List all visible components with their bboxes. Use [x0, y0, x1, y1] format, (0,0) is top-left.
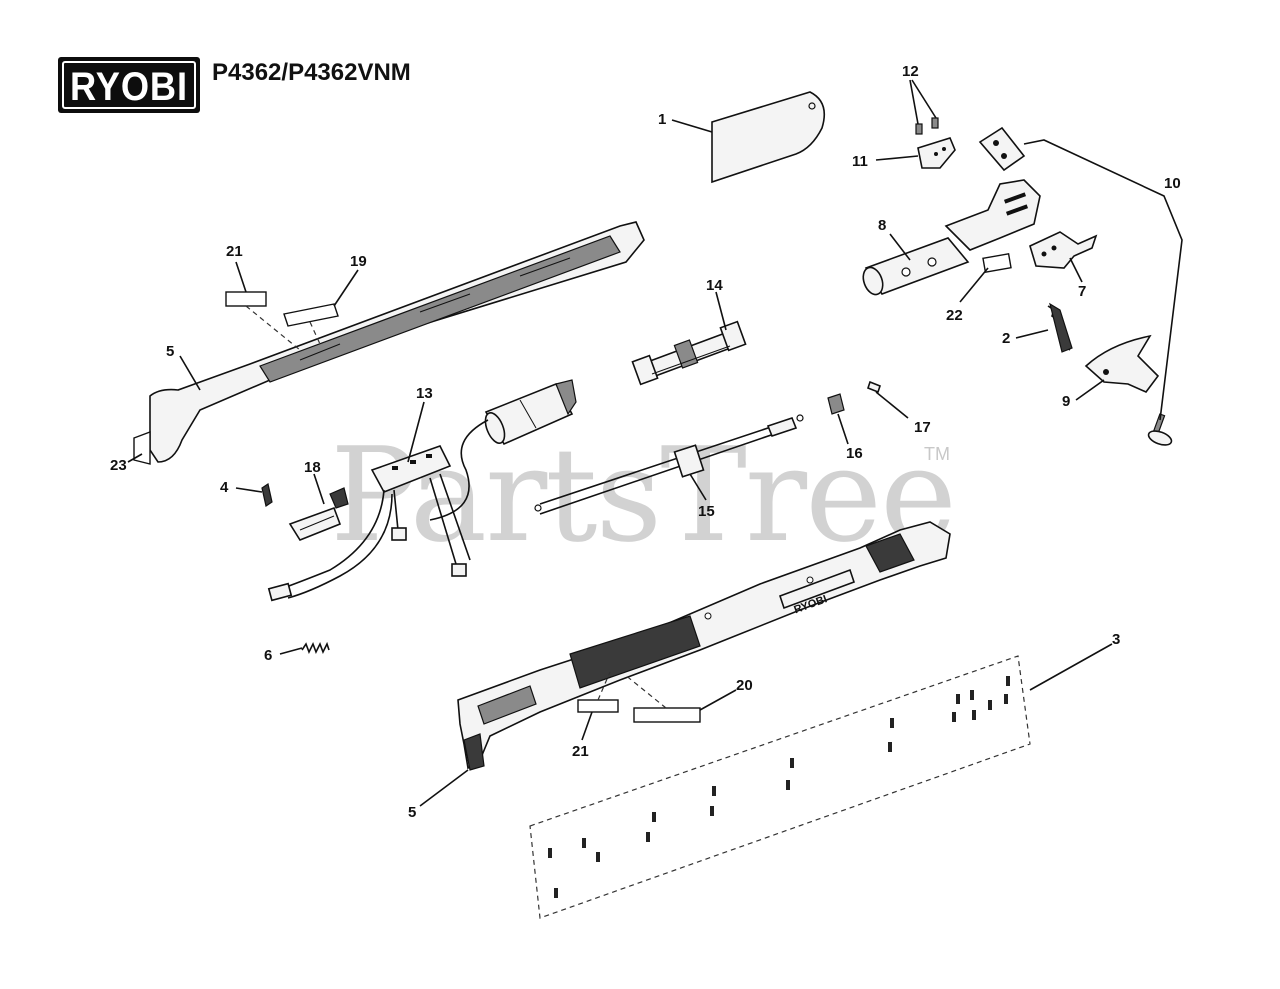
callout-4: 4 — [220, 479, 229, 496]
part-bracket-11 — [917, 137, 956, 169]
callout-7: 7 — [1078, 283, 1086, 300]
part-pin-4 — [261, 483, 273, 507]
callout-5-lower: 5 — [408, 804, 416, 821]
callout-9: 9 — [1062, 393, 1070, 410]
callout-12: 12 — [902, 63, 919, 80]
callout-13: 13 — [416, 385, 433, 402]
callout-10: 10 — [1164, 175, 1181, 192]
part-screws-3 — [548, 676, 1010, 898]
part-housing-right-5: RYOBI — [457, 521, 951, 771]
callout-21-lower: 21 — [572, 743, 589, 760]
callout-5-upper: 5 — [166, 343, 174, 360]
part-screws-12 — [915, 117, 939, 135]
part-clip-16 — [827, 393, 845, 415]
callout-22: 22 — [946, 307, 963, 324]
part-head-tube-8 — [862, 179, 1041, 296]
callout-20: 20 — [736, 677, 753, 694]
part-spring-2 — [1047, 302, 1073, 353]
part-spring-6 — [301, 641, 330, 654]
part-motor-13 — [429, 379, 577, 521]
leader-lines — [127, 79, 1183, 807]
part-housing-left-5 — [149, 221, 645, 463]
part-jaw-7 — [1029, 231, 1098, 269]
callout-18: 18 — [304, 459, 321, 476]
part-label-19 — [283, 303, 339, 327]
part-label-22 — [982, 253, 1012, 273]
part-cable-15 — [534, 414, 804, 515]
part-label-20 — [633, 707, 701, 723]
watermark-tm: TM — [924, 444, 950, 464]
part-label-21-upper — [225, 291, 267, 307]
callout-2: 2 — [1002, 330, 1010, 347]
callout-14: 14 — [706, 277, 723, 294]
part-pcb-13 — [267, 445, 471, 602]
callout-labels: 1 2 3 4 5 5 6 7 8 9 10 11 12 13 14 15 16… — [110, 63, 1181, 821]
model-title: P4362/P4362VNM — [212, 59, 411, 86]
part-lever-9 — [1084, 334, 1160, 393]
part-screws-3-box — [529, 655, 1031, 919]
callout-16: 16 — [846, 445, 863, 462]
part-label-21-lower — [577, 699, 619, 713]
callout-19: 19 — [350, 253, 367, 270]
callout-17: 17 — [914, 419, 931, 436]
part-label-23 — [133, 430, 151, 465]
callout-23: 23 — [110, 457, 127, 474]
part-plate-10 — [978, 126, 1026, 172]
logo-text: RYOBI — [70, 65, 188, 109]
part-bolt-10 — [1147, 413, 1173, 446]
callout-15: 15 — [698, 503, 715, 520]
callout-11: 11 — [852, 153, 868, 170]
ryobi-logo: RYOBI — [58, 57, 200, 113]
part-shaft-14 — [631, 320, 747, 386]
part-switch-18 — [288, 487, 349, 541]
callout-6: 6 — [264, 647, 272, 664]
callout-1: 1 — [658, 111, 666, 128]
callout-21-upper: 21 — [226, 243, 243, 260]
callout-8: 8 — [878, 217, 886, 234]
callout-3: 3 — [1112, 631, 1120, 648]
part-pin-17 — [867, 380, 881, 394]
part-blade-cover — [711, 91, 826, 184]
